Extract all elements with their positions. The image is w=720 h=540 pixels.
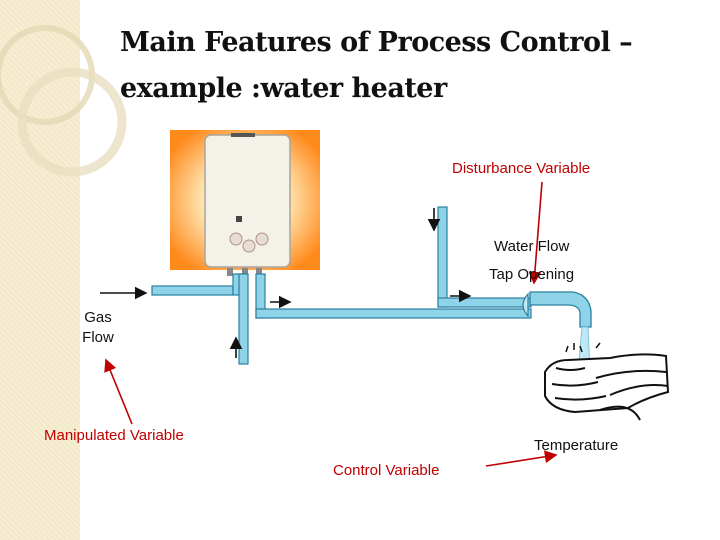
manipulated-arrow: [104, 358, 133, 425]
gas-flow-label: Gas Flow: [76, 308, 120, 348]
disturbance-variable-label: Disturbance Variable: [452, 160, 591, 177]
supply-riser-pipe: [437, 206, 448, 308]
cold-water-pipe: [238, 273, 249, 365]
flow-arrows: [100, 208, 472, 358]
control-arrow: [485, 450, 558, 467]
temperature-label: Temperature: [534, 437, 619, 454]
title-line-1: Main Features of Process Control –: [120, 27, 633, 58]
water-heater-icon: [170, 130, 320, 276]
tap-opening-label: Tap Opening: [489, 266, 575, 283]
water-flow-label: Water Flow: [494, 238, 570, 255]
control-variable-label: Control Variable: [333, 462, 440, 479]
title-line-2: example :water heater: [120, 73, 447, 104]
supply-horizontal-pipe: [437, 297, 532, 308]
annotation-arrows: [104, 181, 558, 467]
washing-hands-icon: [544, 342, 670, 421]
sidebar-decoration: [0, 0, 80, 540]
gas-flow-label-line-1: Gas: [84, 309, 112, 326]
decorative-rings: [0, 25, 127, 177]
hot-water-main-pipe: [255, 308, 532, 319]
slide-title: Main Features of Process Control – examp…: [120, 20, 700, 112]
disturbance-arrow: [528, 181, 543, 285]
pipes: [151, 206, 532, 365]
manipulated-variable-label: Manipulated Variable: [44, 427, 184, 444]
gas-inlet-pipe: [151, 285, 234, 296]
gas-flow-label-line-2: Flow: [82, 329, 114, 346]
